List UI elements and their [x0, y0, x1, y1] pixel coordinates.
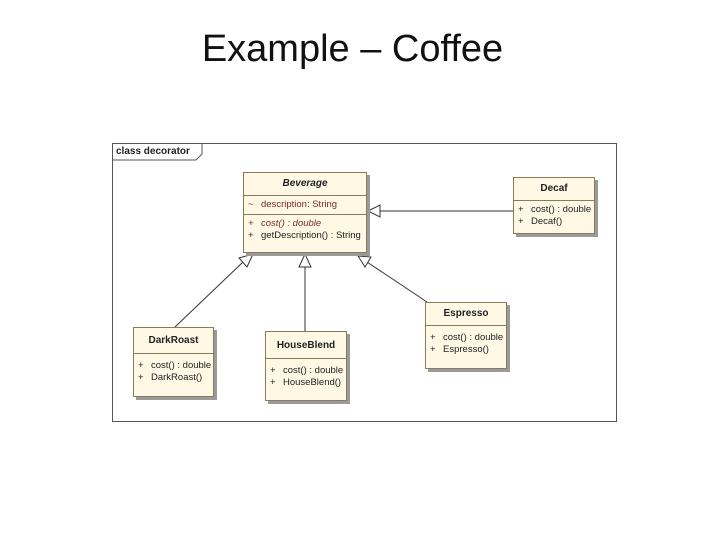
- operations-compartment: +cost() : double +HouseBlend(): [266, 359, 346, 392]
- operation-row: +Decaf(): [518, 216, 563, 227]
- operations-compartment: +cost() : double +getDescription() : Str…: [244, 215, 366, 245]
- attributes-compartment: ~description: String: [244, 196, 366, 215]
- class-darkroast[interactable]: DarkRoast +cost() : double +DarkRoast(): [133, 327, 214, 397]
- class-espresso[interactable]: Espresso +cost() : double +Espresso(): [425, 302, 507, 369]
- frame-tab-shape: [112, 143, 203, 161]
- operations-compartment: +cost() : double +DarkRoast(): [134, 354, 213, 387]
- generalization-espresso-beverage: [366, 261, 428, 303]
- operations-compartment: +cost() : double +Decaf(): [514, 201, 594, 231]
- operation-row: +DarkRoast(): [138, 372, 203, 383]
- class-decaf[interactable]: Decaf +cost() : double +Decaf(): [513, 177, 595, 234]
- class-name-darkroast: DarkRoast: [134, 328, 213, 354]
- operation-row: +cost() : double: [248, 218, 322, 229]
- diagram-frame: [112, 143, 617, 422]
- frame-label: class decorator: [116, 146, 190, 157]
- class-name-decaf: Decaf: [514, 178, 594, 201]
- class-beverage[interactable]: Beverage ~description: String +cost() : …: [243, 172, 367, 253]
- operation-row: +cost() : double: [518, 204, 592, 215]
- operations-compartment: +cost() : double +Espresso(): [426, 326, 506, 359]
- class-name-houseblend: HouseBlend: [266, 332, 346, 359]
- generalization-arrowhead-icon: [366, 204, 381, 218]
- operation-row: +HouseBlend(): [270, 377, 342, 388]
- operation-row: +Espresso(): [430, 344, 489, 355]
- operation-row: +cost() : double: [138, 360, 212, 371]
- operation-row: +cost() : double: [430, 332, 504, 343]
- class-name-beverage: Beverage: [244, 173, 366, 196]
- generalization-arrowhead-icon: [357, 255, 372, 268]
- class-name-espresso: Espresso: [426, 303, 506, 326]
- attribute-row: ~description: String: [248, 199, 338, 210]
- operation-row: +cost() : double: [270, 365, 344, 376]
- generalization-arrowhead-icon: [238, 253, 254, 268]
- class-houseblend[interactable]: HouseBlend +cost() : double +HouseBlend(…: [265, 331, 347, 401]
- operation-row: +getDescription() : String: [248, 230, 361, 241]
- generalization-arrowhead-icon: [298, 252, 312, 268]
- slide-title: Example – Coffee: [201, 28, 504, 70]
- generalization-darkroast-beverage: [174, 261, 244, 328]
